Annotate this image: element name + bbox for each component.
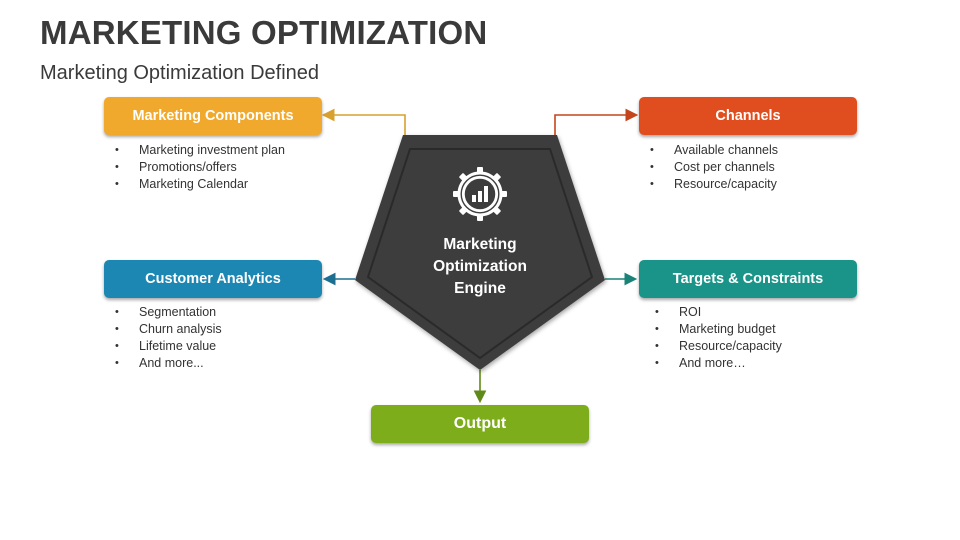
list-item: Available channels (650, 142, 778, 159)
list-item: Lifetime value (115, 338, 222, 355)
customer-analytics-box: Customer Analytics (104, 260, 322, 298)
engine-label: Marketing Optimization Engine (405, 234, 555, 300)
engine-label-line-2: Optimization (433, 258, 527, 275)
channels-list: Available channels Cost per channels Res… (650, 142, 778, 193)
output-box: Output (371, 405, 589, 443)
list-item: And more... (115, 355, 222, 372)
list-item: Marketing Calendar (115, 176, 285, 193)
list-item: Resource/capacity (650, 176, 778, 193)
marketing-components-box: Marketing Components (104, 97, 322, 135)
connector-marketing-components (321, 108, 406, 135)
slide-subtitle: Marketing Optimization Defined (40, 62, 320, 84)
list-item: ROI (655, 304, 782, 321)
list-item: And more… (655, 355, 782, 372)
list-item: Churn analysis (115, 321, 222, 338)
connector-channels (554, 108, 639, 135)
list-item: Segmentation (115, 304, 222, 321)
targets-constraints-box: Targets & Constraints (639, 260, 857, 298)
targets-constraints-list: ROI Marketing budget Resource/capacity A… (655, 304, 782, 372)
list-item: Resource/capacity (655, 338, 782, 355)
list-item: Cost per channels (650, 159, 778, 176)
list-item: Promotions/offers (115, 159, 285, 176)
customer-analytics-list: Segmentation Churn analysis Lifetime val… (115, 304, 222, 372)
gear-analytics-icon (453, 167, 507, 221)
marketing-components-list: Marketing investment plan Promotions/off… (115, 142, 285, 193)
engine-label-line-3: Engine (454, 280, 506, 297)
engine-label-line-1: Marketing (443, 236, 517, 253)
list-item: Marketing investment plan (115, 142, 285, 159)
engine-pentagon (355, 135, 605, 370)
channels-box: Channels (639, 97, 857, 135)
engine-pentagon-inner (366, 148, 594, 360)
list-item: Marketing budget (655, 321, 782, 338)
slide-title: MARKETING OPTIMIZATION (40, 14, 488, 51)
